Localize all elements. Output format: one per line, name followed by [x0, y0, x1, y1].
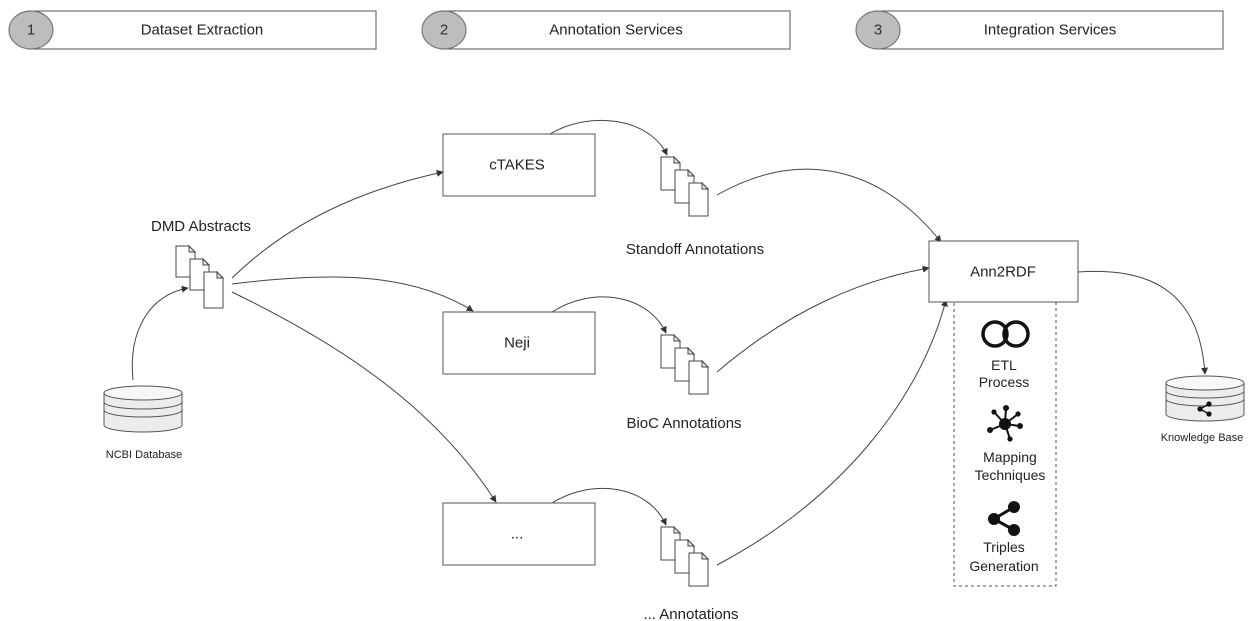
stage-number-circle [421, 10, 467, 50]
other-annotations: ... Annotations [643, 525, 739, 621]
dmd-abstracts: DMD Abstracts [151, 218, 251, 309]
ann2rdf-to-kb-arrow [1077, 270, 1209, 375]
service-box [442, 311, 596, 375]
stage-number-circle [8, 10, 54, 50]
technique-line2: Process [979, 374, 1030, 390]
service-box [442, 502, 596, 566]
stage-header-1: 1 Dataset Extraction [8, 10, 377, 50]
stage-header-box [874, 10, 1224, 50]
ctakes-to-standoff-arrow [549, 119, 668, 156]
annotations-label: Standoff Annotations [626, 241, 764, 258]
stage-number-circle [855, 10, 901, 50]
service-other: ... [442, 502, 596, 566]
stage-header-box [27, 10, 377, 50]
stage-header-2: 2 Annotation Services [421, 10, 791, 50]
annotations-to-ann2rdf-arrow [716, 299, 948, 566]
document-stack-icon [660, 155, 710, 217]
knowledge-base-icon [1165, 375, 1245, 422]
service-label: Neji [504, 335, 530, 352]
service-neji: Neji [442, 311, 596, 375]
technique-line2: Techniques [975, 467, 1046, 483]
document-stack-icon [175, 244, 225, 309]
other-to-annotations-arrow [551, 487, 667, 526]
service-ctakes: cTAKES [442, 133, 596, 197]
abstracts-to-ctakes-arrow [231, 169, 444, 279]
share-graph-icon [988, 501, 1020, 536]
abstracts-to-other-arrow [231, 291, 497, 503]
service-label: ... [511, 526, 524, 543]
stage-label: Integration Services [984, 22, 1117, 39]
knowledge-base: Knowledge Base [1161, 375, 1245, 444]
database-icon [103, 385, 183, 433]
standoff-annotations: Standoff Annotations [626, 155, 764, 258]
service-label: cTAKES [489, 157, 545, 174]
techniques-panel [953, 301, 1057, 587]
technique-line2: Generation [969, 558, 1038, 574]
ncbi-database-label: NCBI Database [106, 449, 182, 461]
stage-number: 3 [874, 22, 882, 39]
service-box [442, 133, 596, 197]
neji-to-bioc-arrow [551, 296, 667, 334]
stage-label: Dataset Extraction [141, 22, 264, 39]
technique-triples: Triples Generation [969, 501, 1039, 574]
annotations-label: ... Annotations [643, 606, 738, 621]
technique-mapping: Mapping Techniques [975, 405, 1046, 483]
standoff-to-ann2rdf-arrow [716, 168, 942, 243]
stage-number: 1 [27, 22, 35, 39]
bioc-annotations: BioC Annotations [626, 333, 742, 432]
ann2rdf-label: Ann2RDF [970, 264, 1036, 281]
stage-header-box [440, 10, 791, 50]
stage-number: 2 [440, 22, 448, 39]
ncbi-database: NCBI Database [103, 385, 183, 461]
technique-line1: Mapping [983, 449, 1037, 465]
knowledge-base-label: Knowledge Base [1161, 432, 1244, 444]
ann2rdf-box [928, 240, 1079, 303]
document-stack-icon [660, 333, 710, 395]
abstracts-to-neji-arrow [231, 276, 474, 312]
linked-rings-icon [981, 320, 1030, 348]
technique-etl: ETL Process [979, 320, 1030, 390]
stage-header-3: 3 Integration Services [855, 10, 1224, 50]
connectors [131, 119, 1209, 566]
abstracts-label: DMD Abstracts [151, 218, 251, 235]
technique-line1: ETL [991, 357, 1017, 373]
technique-line1: Triples [983, 539, 1025, 555]
db-to-abstracts-arrow [131, 285, 189, 381]
bioc-to-ann2rdf-arrow [716, 265, 930, 373]
document-stack-icon [660, 525, 710, 587]
network-hub-icon [987, 405, 1023, 442]
ann2rdf: Ann2RDF ETL Process [928, 240, 1079, 587]
annotations-label: BioC Annotations [626, 415, 741, 432]
stage-label: Annotation Services [549, 22, 682, 39]
